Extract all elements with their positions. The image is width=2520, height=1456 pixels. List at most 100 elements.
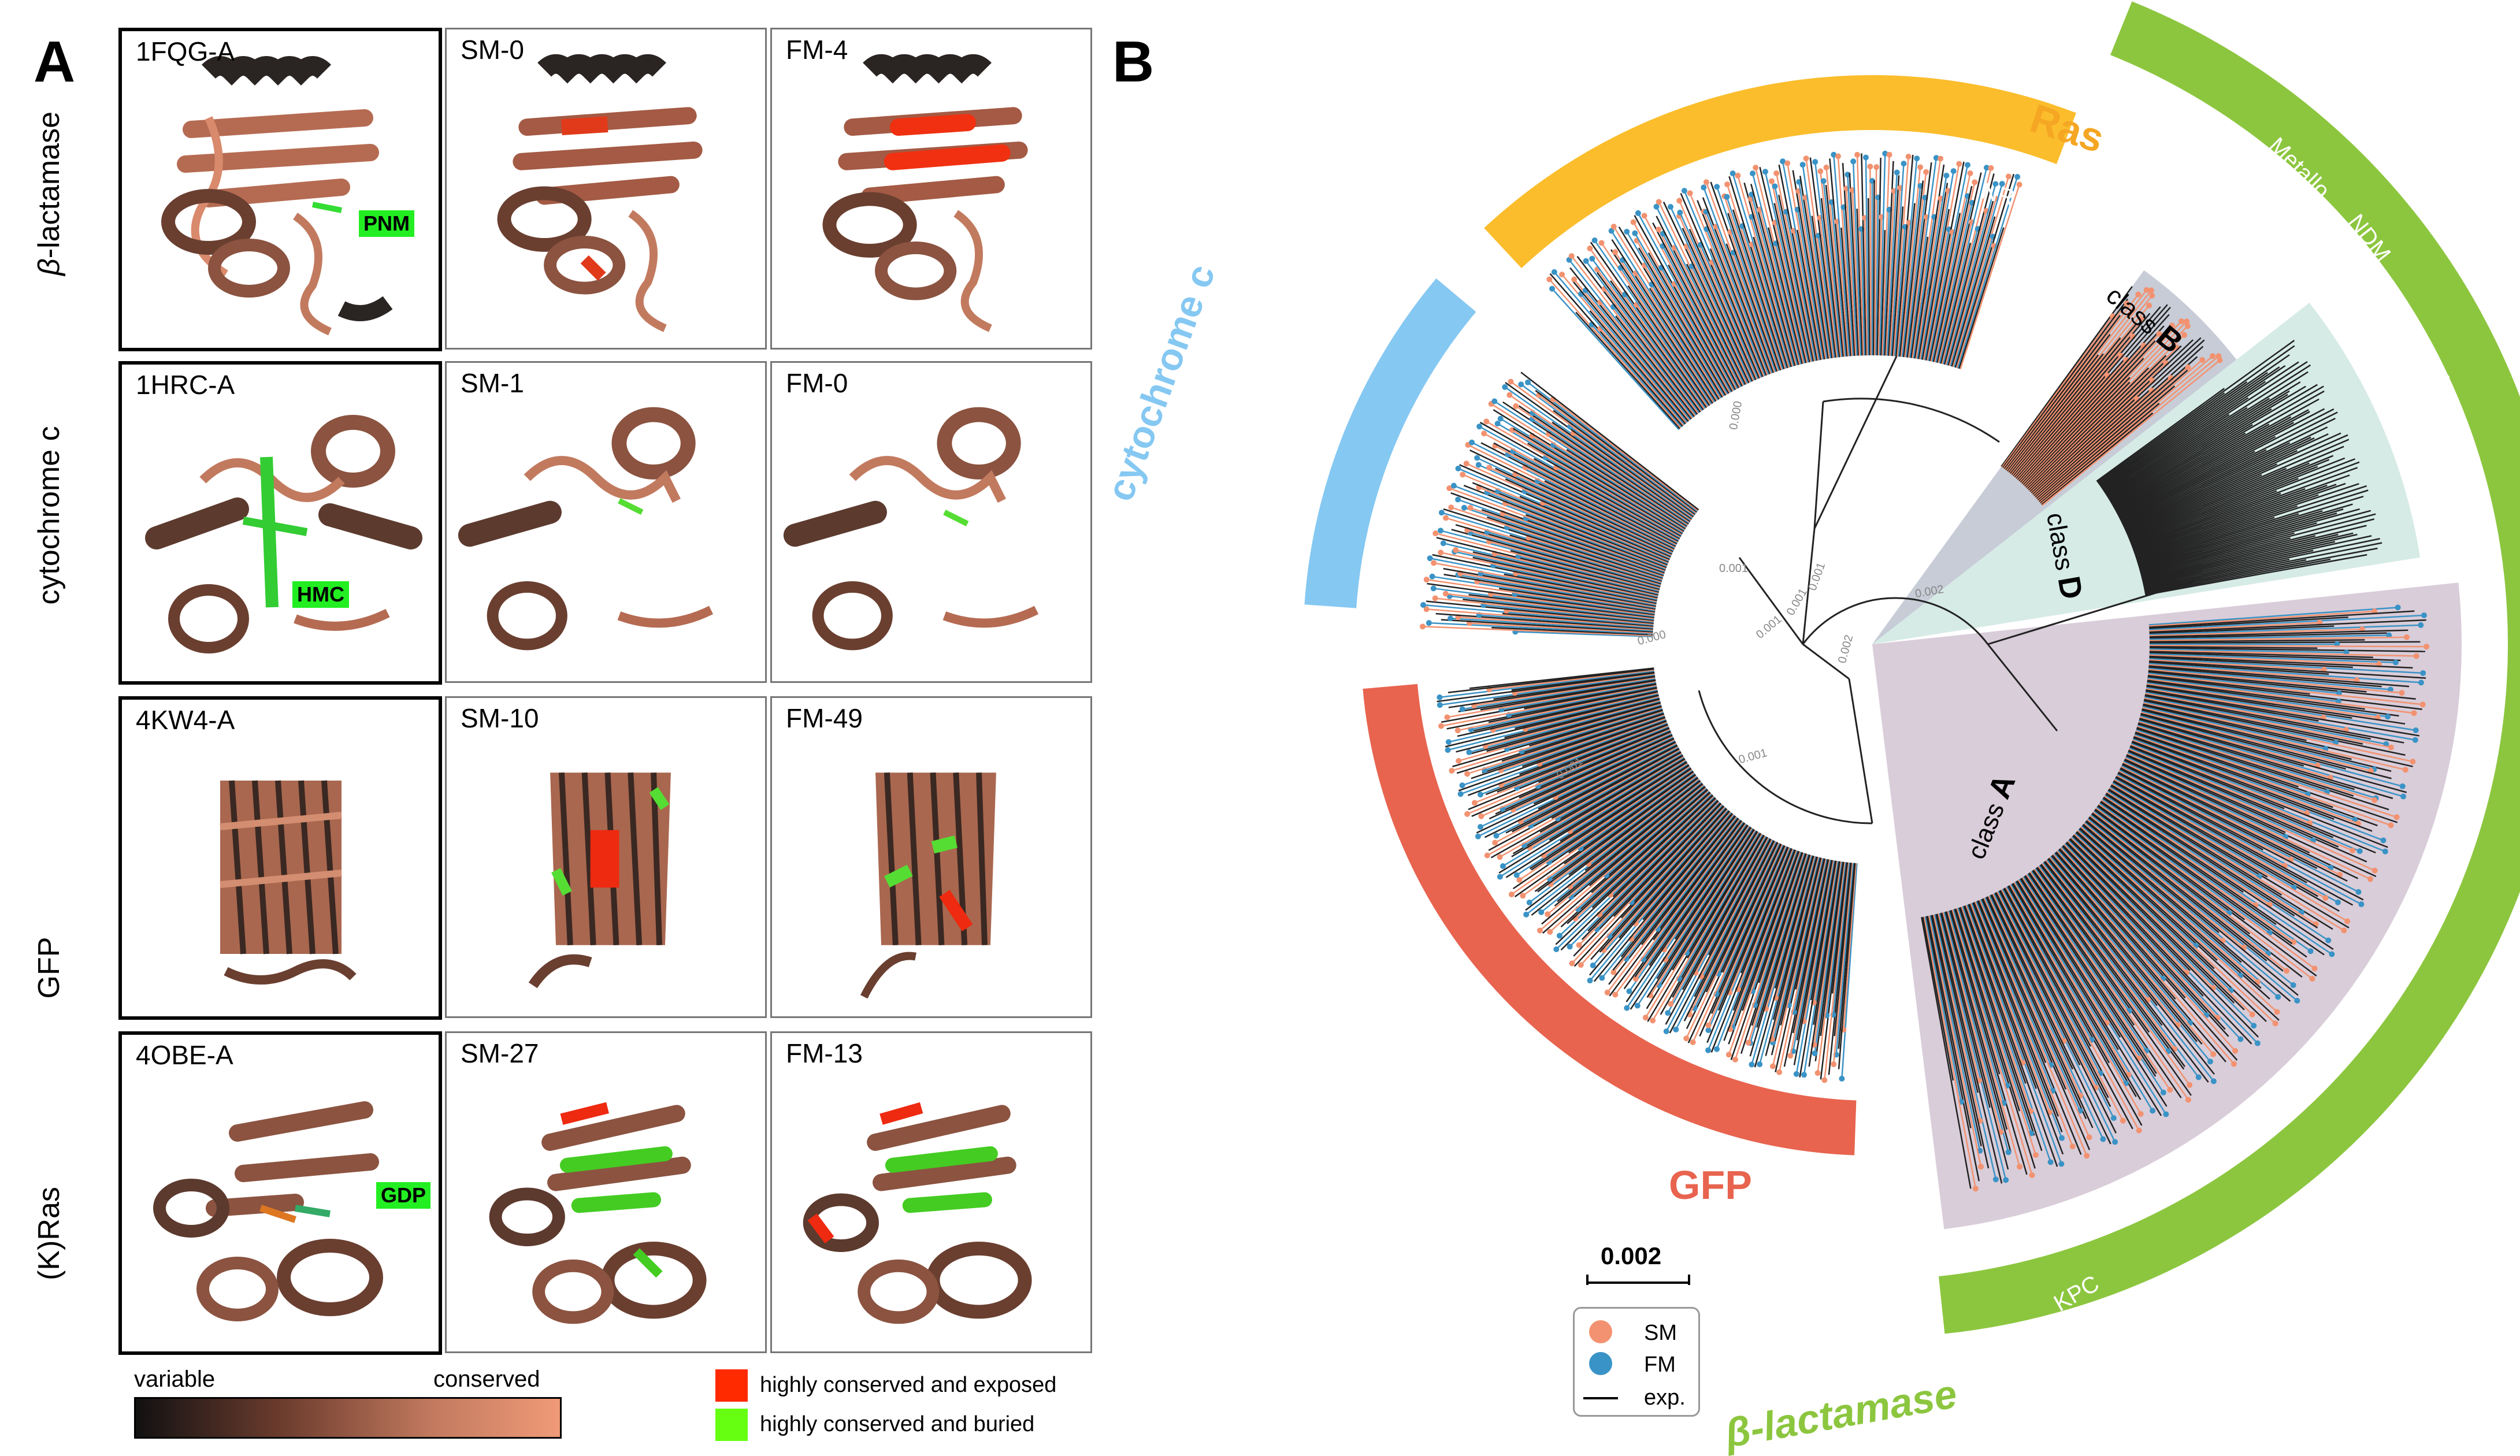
tree-tip	[1467, 710, 1664, 775]
tip-dot	[2400, 793, 2407, 800]
tree-tip	[1555, 738, 1675, 798]
tip-dot	[2350, 848, 2356, 854]
tree-tip	[1734, 852, 1805, 1060]
tree-tip	[1533, 458, 1680, 540]
tree-tip	[1592, 809, 1729, 966]
tree-tip	[1613, 816, 1737, 973]
tree-tip	[2012, 882, 2142, 1100]
tip-dot	[1508, 891, 1515, 897]
tree-tip	[1436, 537, 1660, 593]
tree-tip	[1879, 153, 1886, 356]
tree-tip	[1484, 711, 1664, 771]
tree-tip	[1723, 849, 1797, 1041]
tree-tip	[2148, 610, 2375, 627]
tip-dot	[1446, 485, 1453, 492]
tree-tip	[1506, 704, 1662, 750]
tip-dot	[1591, 237, 1598, 244]
tree-tip	[1462, 678, 1656, 710]
tree-tip	[1967, 904, 2037, 1089]
tree-tip	[2123, 760, 2286, 838]
tip-dot	[2017, 1164, 2023, 1170]
tree-tip	[1501, 714, 1665, 771]
tree-tip	[2099, 801, 2277, 925]
tree-tip	[1927, 232, 1953, 361]
tree-tip	[2006, 354, 2099, 472]
tree-tip	[2077, 830, 2278, 1013]
tree-tip	[2056, 850, 2236, 1052]
tree-tip	[1520, 384, 1697, 514]
tree-tip	[2128, 462, 2310, 539]
tree-tip	[1923, 916, 1977, 1189]
colorbar-right-label: conserved	[433, 1366, 540, 1392]
tip-dot	[2386, 632, 2392, 638]
tree-tip	[1883, 209, 1890, 356]
tree-tip	[2147, 682, 2388, 718]
tip-dot	[1972, 1186, 1979, 1192]
tip-dot	[1967, 170, 1973, 176]
tree-tip	[2126, 474, 2262, 534]
tree-tip	[1772, 857, 1820, 1043]
tip-dot	[1732, 1056, 1738, 1063]
tree-tip	[2143, 535, 2372, 586]
tip-dot	[1427, 555, 1433, 562]
tree-tip	[2143, 538, 2380, 589]
tree-tip	[2137, 513, 2299, 564]
tree-tip	[2144, 694, 2404, 744]
tree-tip	[1560, 760, 1687, 842]
tree-tip	[2032, 337, 2202, 495]
tip-dot	[2135, 291, 2142, 298]
tree-tip	[1753, 236, 1792, 367]
tree-tip	[1556, 466, 1682, 538]
tile-label: 4KW4-A	[136, 705, 235, 735]
tree-tip	[1929, 213, 1961, 362]
tree-tip	[1471, 441, 1677, 547]
tip-dot	[2399, 690, 2405, 696]
tree-tip	[1751, 851, 1802, 992]
tree-tip	[1548, 433, 1688, 526]
scale-bar-label: 0.002	[1601, 1242, 1662, 1269]
tip-dot	[2084, 1153, 2090, 1159]
tree-tip	[2099, 803, 2311, 952]
tree-tip	[1515, 631, 1653, 637]
legend-dot-fm	[1589, 1352, 1612, 1375]
tree-tip	[1471, 689, 1658, 730]
tree-branch	[1802, 528, 1816, 645]
tree-tip	[1898, 158, 1918, 357]
tree-tip	[1961, 907, 2032, 1112]
tree-tip	[2146, 688, 2324, 719]
tree-tip	[1631, 804, 1723, 903]
tree-tip	[1751, 216, 1795, 367]
tip-dot	[1545, 911, 1551, 918]
tree-tip	[2098, 804, 2294, 943]
tree-tip	[1727, 213, 1782, 371]
tree-tip	[2033, 339, 2205, 497]
tree-tip	[2086, 819, 2244, 949]
tree-tip	[1921, 917, 1972, 1189]
tip-dot	[2418, 679, 2424, 686]
tree-tip	[1553, 272, 1686, 425]
tree-tip	[2149, 645, 2318, 649]
tree-tip	[1493, 675, 1656, 700]
tree-tip	[1575, 311, 1680, 429]
tip-dot	[1735, 172, 1741, 179]
tree-tip	[1591, 258, 1703, 411]
tree-tip	[1925, 161, 1965, 361]
tree-tip	[2145, 692, 2416, 741]
tree-tip	[1459, 464, 1672, 558]
tree-tip	[1968, 904, 2064, 1155]
legend-label-sm: SM	[1644, 1321, 1677, 1345]
tree-tip	[1864, 218, 1868, 356]
tree-tip	[2006, 289, 2147, 471]
tree-tip	[2137, 489, 2369, 563]
tree-tip	[1729, 847, 1790, 993]
tree-tip	[1549, 278, 1682, 429]
tree-tip	[1686, 841, 1778, 1029]
tree-tip	[1861, 153, 1867, 356]
tree-tip	[1819, 217, 1838, 358]
tree-tip	[1541, 785, 1705, 925]
tree-tip	[1780, 857, 1822, 1026]
tree-tip	[2066, 841, 2259, 1038]
tree-tip	[2032, 870, 2150, 1033]
tree-tip	[2108, 788, 2283, 896]
tree-tip	[1732, 252, 1777, 373]
